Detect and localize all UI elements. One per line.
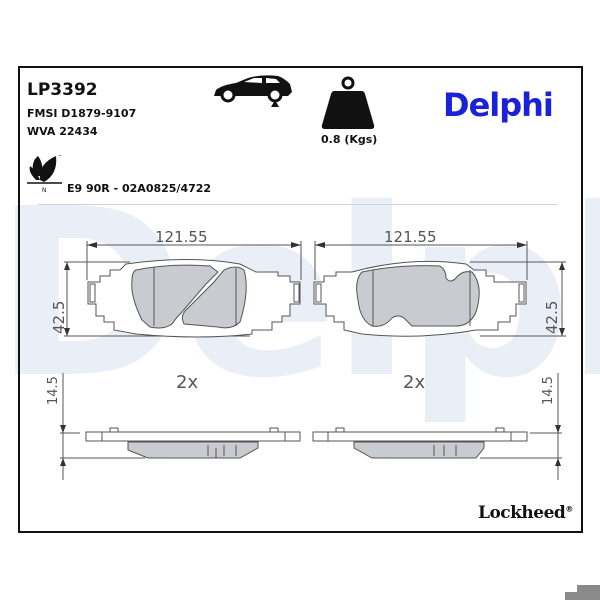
fmsi-number: FMSI D1879-9107 — [27, 107, 137, 120]
weight-label: 0.8 (Kgs) — [321, 133, 378, 146]
spec-sheet-frame — [18, 66, 583, 533]
left-height-dimension: 42.5 — [50, 300, 68, 334]
delphi-logo: Delphi — [443, 86, 554, 124]
right-quantity: 2x — [403, 372, 426, 393]
approval-number: E9 90R - 02A0825/4722 — [67, 182, 212, 195]
lockheed-logo: Lockheed® — [478, 503, 573, 523]
registered-mark: ® — [565, 504, 573, 514]
right-thickness-dimension: 14.5 — [541, 376, 556, 405]
header-separator — [38, 204, 558, 205]
wva-number: WVA 22434 — [27, 125, 98, 138]
corner-tab-shape — [565, 585, 600, 600]
right-width-dimension: 121.55 — [384, 228, 437, 246]
left-width-dimension: 121.55 — [155, 228, 208, 246]
lockheed-logo-text: Lockheed — [478, 503, 566, 523]
left-quantity: 2x — [176, 372, 199, 393]
product-code: LP3392 — [27, 80, 98, 100]
right-height-dimension: 42.5 — [543, 300, 561, 334]
left-thickness-dimension: 14.5 — [46, 376, 61, 405]
